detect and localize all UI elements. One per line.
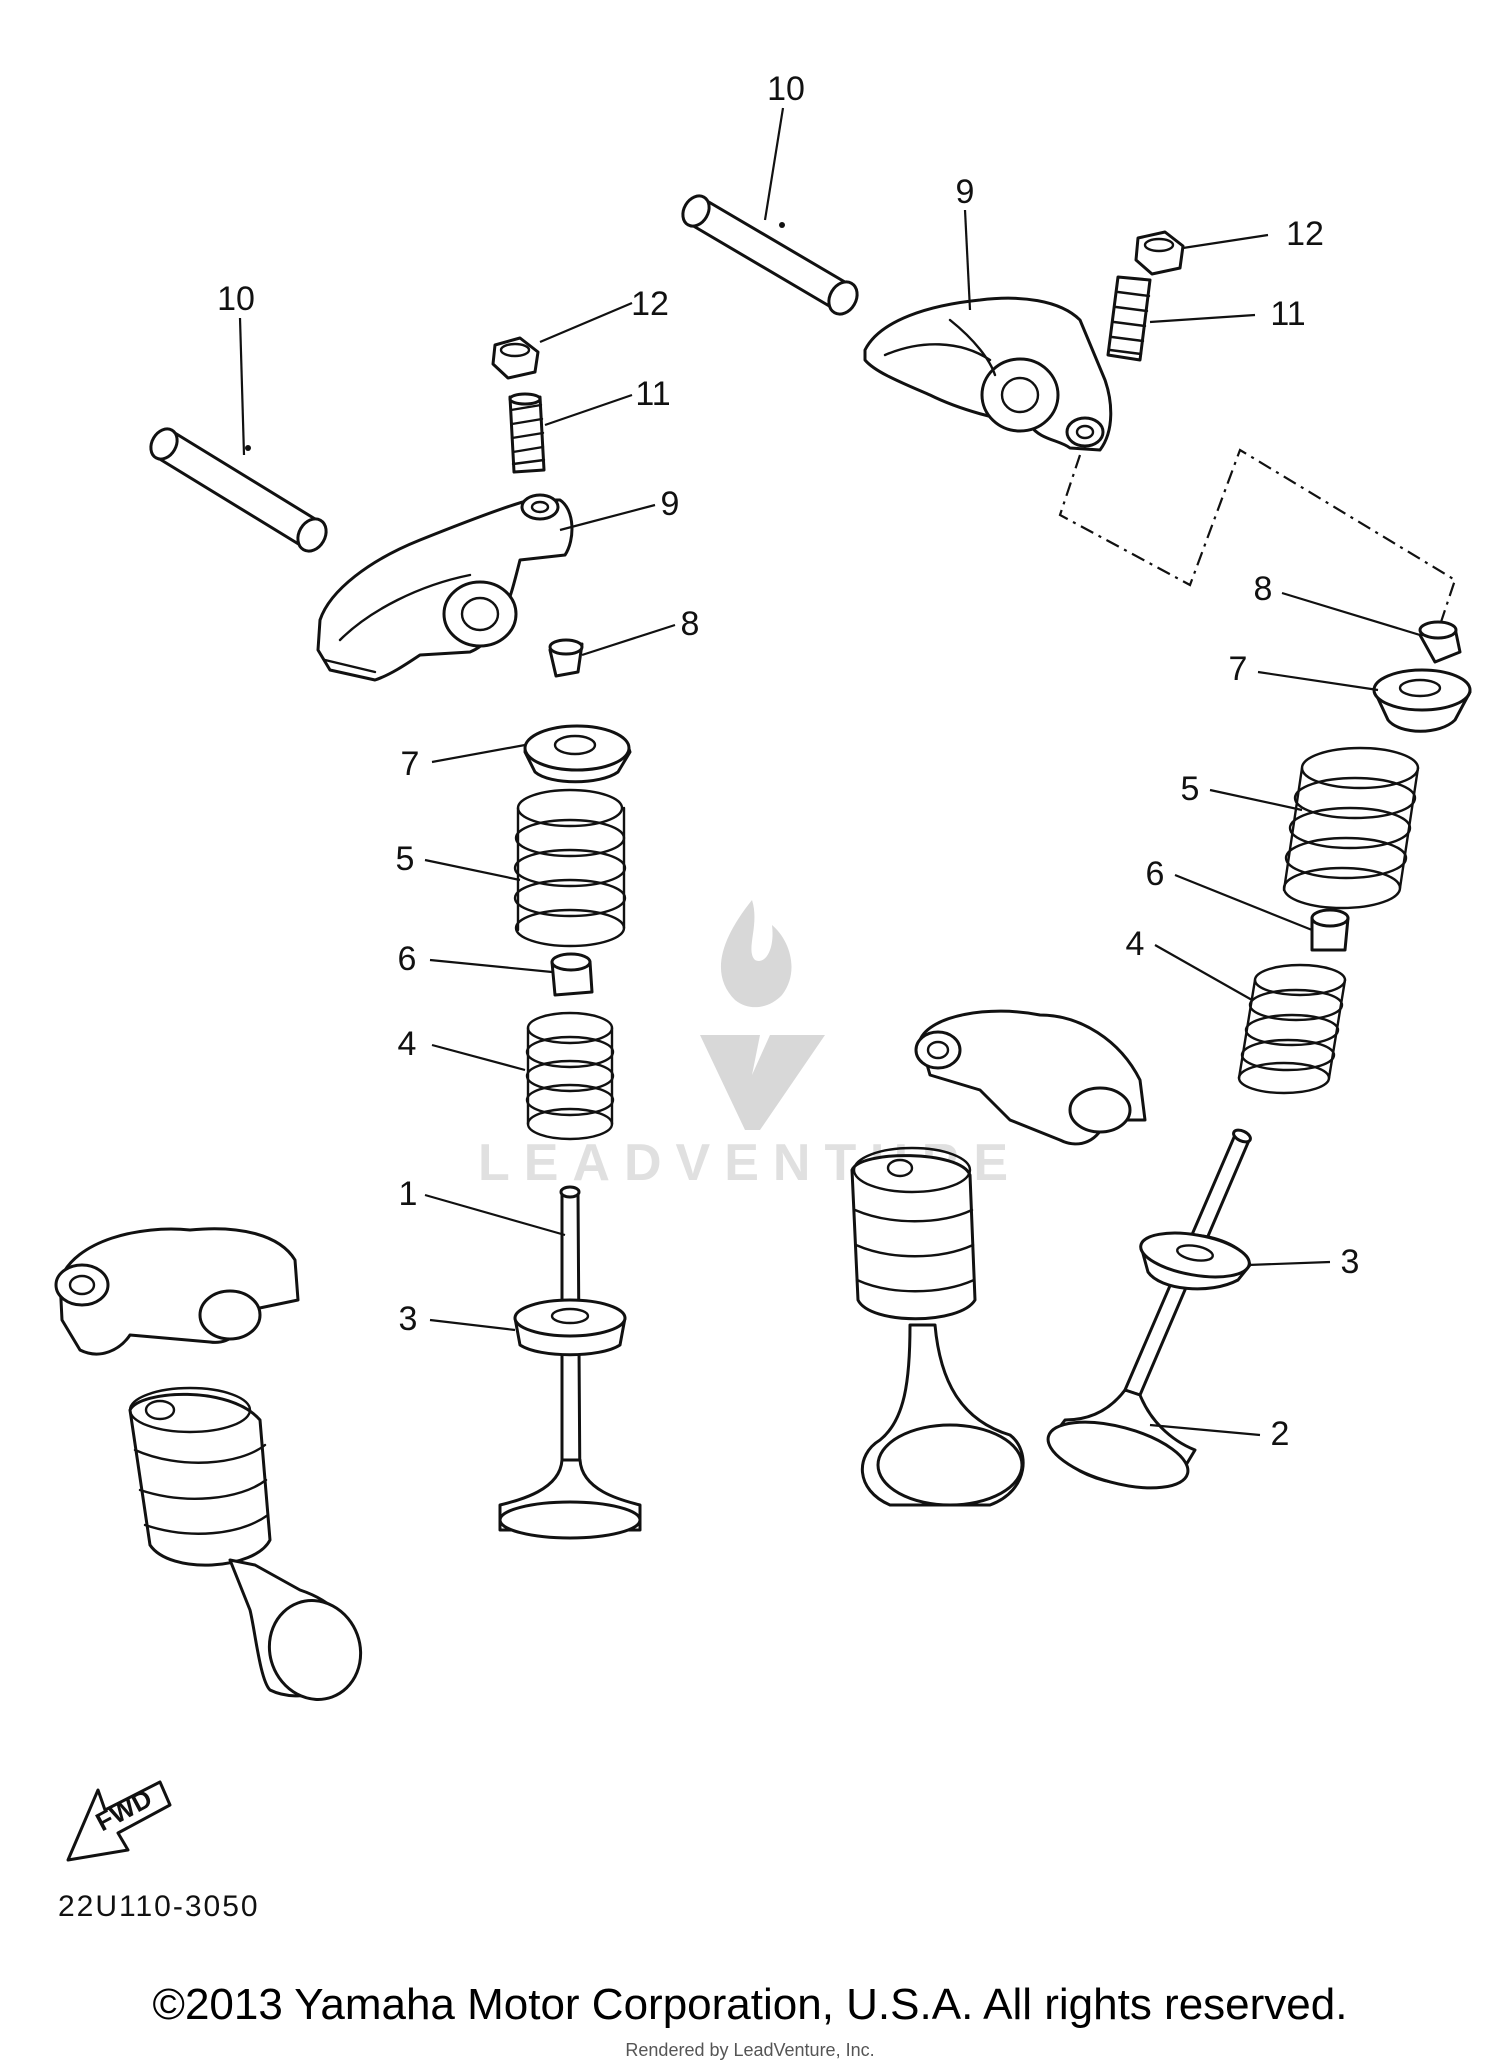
left-callouts: 10 12 11 9 8 7 5 6 4 1 3 [217,280,699,1338]
left-outer-spring [513,788,627,948]
callout-right-8: 8 [1254,570,1273,608]
right-rocker-shaft [681,194,859,316]
callout-left-12: 12 [631,285,669,323]
right-outer-spring [1282,746,1420,910]
left-rocker-arm [316,493,574,682]
callout-right-6: 6 [1146,855,1165,893]
callout-left-6: 6 [398,940,417,978]
callout-left-5: 5 [396,840,415,878]
callout-right-12: 12 [1286,215,1324,253]
callout-right-10: 10 [767,70,805,108]
callout-right-4: 4 [1126,925,1145,963]
right-spring-retainer [1372,668,1472,733]
right-spring-seat [1139,1231,1252,1291]
right-valve [1046,1128,1252,1490]
left-valve [498,1185,642,1540]
callout-right-2: 2 [1271,1415,1290,1453]
callout-left-10: 10 [217,280,255,318]
fwd-arrow-icon: FWD [66,1780,172,1862]
copyright-notice: ©2013 Yamaha Motor Corporation, U.S.A. A… [152,1980,1348,2029]
left-valve-seal [550,952,594,997]
left-inner-spring [525,1011,615,1141]
callout-right-7: 7 [1229,650,1248,688]
left-spring-seat [513,1298,627,1357]
left-spring-retainer [523,724,632,784]
callout-left-1: 1 [399,1175,418,1213]
callout-left-11: 11 [635,375,670,413]
callout-right-9: 9 [956,173,975,211]
callout-right-3: 3 [1341,1243,1360,1281]
diagram-code: 22U110-3050 [58,1890,260,1923]
callout-right-11: 11 [1270,295,1305,333]
right-valve-seal [1310,908,1350,952]
right-inner-spring [1237,963,1347,1095]
right-dashed-connector [1058,448,1457,626]
left-ghost-assembly [54,1227,363,1701]
callout-left-3: 3 [399,1300,418,1338]
callout-right-5: 5 [1181,770,1200,808]
right-adjuster-screw [1106,275,1152,362]
left-adjuster-nut [491,336,540,380]
callout-left-4: 4 [398,1025,417,1063]
right-callouts: 10 9 12 11 8 7 5 6 4 3 2 [763,70,1421,1453]
callout-left-9: 9 [661,485,680,523]
left-valve-collet [548,638,584,678]
left-adjuster-screw [508,392,546,474]
callout-left-8: 8 [681,605,700,643]
right-rocker-arm [863,296,1113,452]
right-adjuster-nut [1134,230,1185,276]
rendered-by-note: Rendered by LeadVenture, Inc. [625,2040,875,2060]
right-ghost-assembly [850,1009,1147,1507]
right-valve-collet [1418,620,1462,664]
callout-left-7: 7 [401,745,420,783]
left-rocker-shaft [149,427,328,553]
